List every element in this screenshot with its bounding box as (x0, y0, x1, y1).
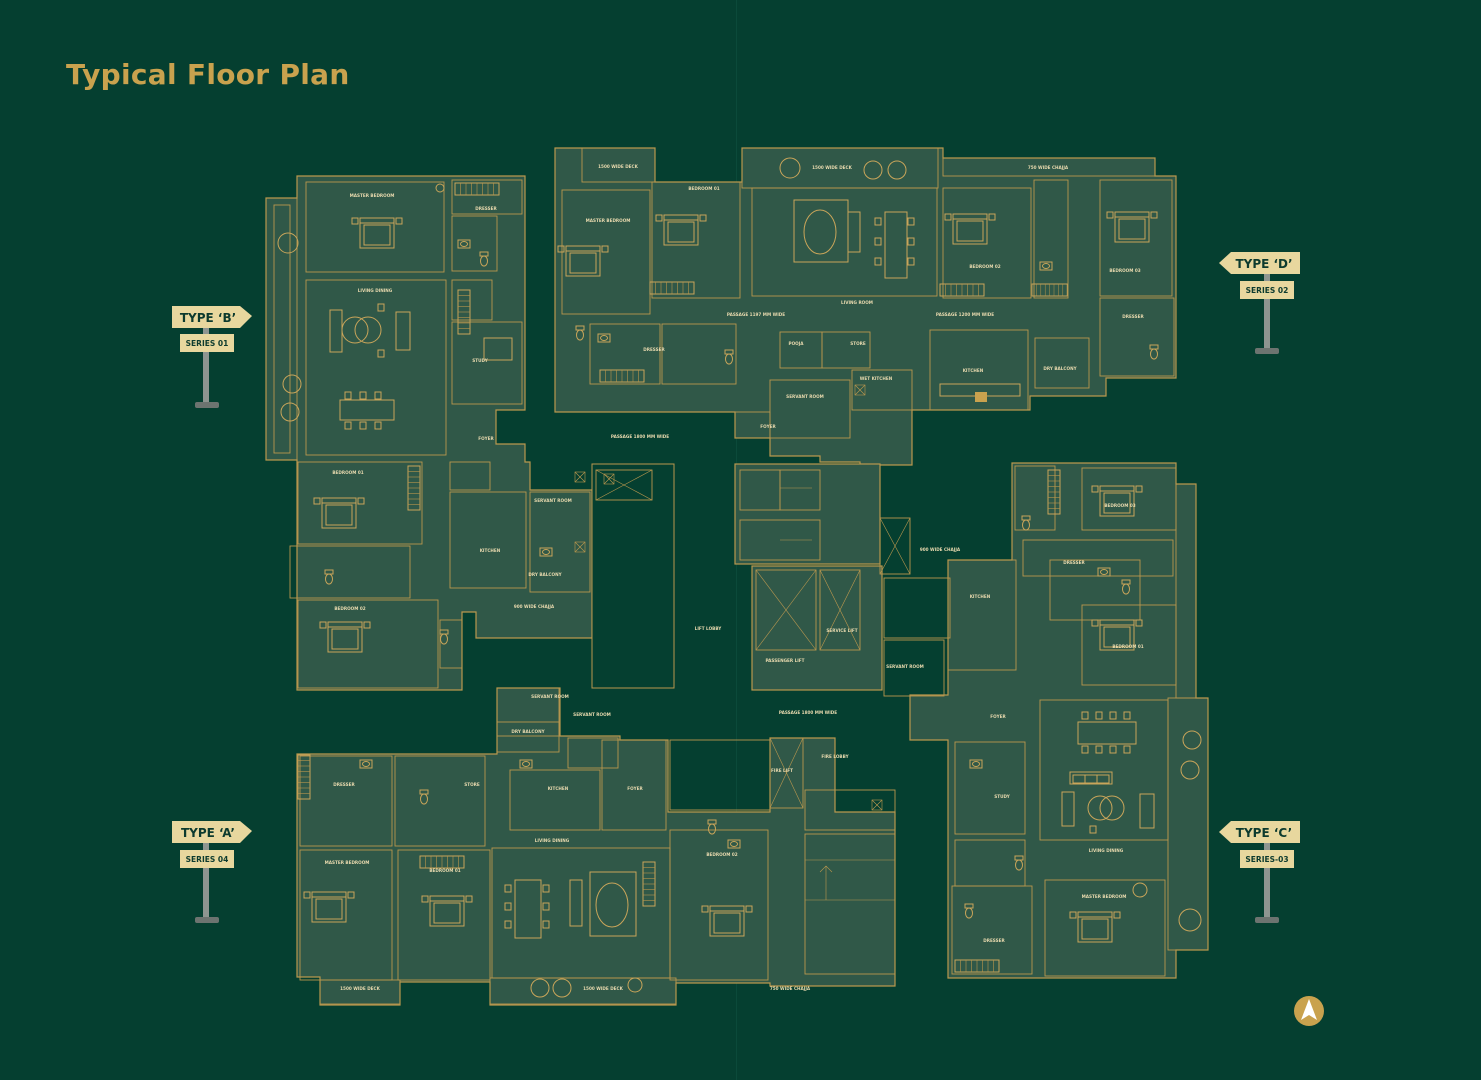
label-a-foyer: FOYER (627, 786, 643, 791)
label-b-master: MASTER BEDROOM (350, 193, 395, 198)
label-d-master: MASTER BEDROOM (586, 218, 631, 223)
page-title: Typical Floor Plan (66, 58, 350, 91)
unit-type-c: BEDROOM 03 900 WIDE CHAJJA DRESSER KITCH… (883, 462, 1209, 979)
label-d-wetkitchen: WET KITCHEN (860, 376, 893, 381)
north-arrow-icon (1294, 996, 1324, 1026)
label-d-deck2: 1500 WIDE DECK (812, 165, 852, 170)
label-lift-lobby: LIFT LOBBY (695, 626, 723, 631)
core: PASSAGE 1800 MM WIDE LIFT LOBBY PASSENGE… (591, 434, 911, 715)
sign-series-03: SERIES-03 (1245, 855, 1288, 864)
unit-type-d: 1500 WIDE DECK BEDROOM 01 MASTER BEDROOM… (554, 147, 1177, 466)
label-b-dresser: DRESSER (475, 206, 497, 211)
signpost-type-a: TYPE ‘A’ SERIES 04 (172, 821, 252, 923)
label-a-deck1: 1500 WIDE DECK (340, 986, 380, 991)
signpost-type-c: TYPE ‘C’ SERIES-03 (1219, 821, 1300, 923)
label-passenger-lift: PASSENGER LIFT (765, 658, 804, 663)
label-a-bed1: BEDROOM 01 (429, 868, 460, 873)
label-a-chajja: 750 WIDE CHAJJA (770, 986, 811, 991)
label-passage-top: PASSAGE 1800 MM WIDE (611, 434, 669, 439)
signpost-type-d: TYPE ‘D’ SERIES 02 (1219, 252, 1300, 354)
label-fire-lobby: FIRE LOBBY (821, 754, 849, 759)
label-c-master: MASTER BEDROOM (1082, 894, 1127, 899)
label-d-chajja: 750 WIDE CHAJJA (1028, 165, 1069, 170)
label-d-dry: DRY BALCONY (1043, 366, 1077, 371)
sign-series-04: SERIES 04 (186, 855, 229, 864)
sign-series-01: SERIES 01 (186, 339, 229, 348)
label-b-dry: DRY BALCONY (528, 572, 562, 577)
label-d-bed2: BEDROOM 02 (969, 264, 1000, 269)
label-d-living: LIVING ROOM (841, 300, 873, 305)
label-a-kitchen: KITCHEN (548, 786, 569, 791)
label-d-bed3: BEDROOM 03 (1109, 268, 1140, 273)
label-c-kitchen: KITCHEN (970, 594, 991, 599)
label-a-deck2: 1500 WIDE DECK (583, 986, 623, 991)
unit-type-b: MASTER BEDROOM DRESSER LIVING DINING STU… (265, 175, 593, 691)
label-c-bed3: BEDROOM 03 (1104, 503, 1135, 508)
label-a-dresser: DRESSER (333, 782, 355, 787)
label-c-foyer: FOYER (990, 714, 1006, 719)
label-b-bed2: BEDROOM 02 (334, 606, 365, 611)
label-c-living: LIVING DINING (1089, 848, 1124, 853)
label-b-living: LIVING DINING (358, 288, 393, 293)
label-c-study: STUDY (994, 794, 1010, 799)
label-a-dry: DRY BALCONY (511, 729, 545, 734)
sign-type-c: TYPE ‘C’ (1236, 826, 1292, 840)
label-d-deck1: 1500 WIDE DECK (598, 164, 638, 169)
label-fire-lift: FIRE LIFT (771, 768, 793, 773)
label-a-servant: SERVANT ROOM (531, 694, 569, 699)
label-c-dresser2: DRESSER (983, 938, 1005, 943)
label-c-bed1: BEDROOM 01 (1112, 644, 1143, 649)
sign-type-b: TYPE ‘B’ (180, 311, 236, 325)
label-d-passage1: PASSAGE 1197 MM WIDE (727, 312, 785, 317)
label-d-pooja: POOJA (789, 341, 805, 346)
sign-type-a: TYPE ‘A’ (181, 826, 235, 840)
signpost-type-b: TYPE ‘B’ SERIES 01 (172, 306, 252, 408)
label-a-store: STORE (464, 782, 480, 787)
label-d-dresser2: DRESSER (643, 347, 665, 352)
label-c-dresser: DRESSER (1063, 560, 1085, 565)
label-d-bed1: BEDROOM 01 (688, 186, 719, 191)
label-d-store: STORE (850, 341, 866, 346)
label-d-kitchen: KITCHEN (963, 368, 984, 373)
label-a-master: MASTER BEDROOM (325, 860, 370, 865)
label-b-bed1: BEDROOM 01 (332, 470, 363, 475)
label-a-living: LIVING DINING (535, 838, 570, 843)
label-service-lift: SERVICE LIFT (826, 628, 857, 633)
label-b-study: STUDY (472, 358, 488, 363)
label-passage-mid: PASSAGE 1800 MM WIDE (779, 710, 837, 715)
label-d-servant: SERVANT ROOM (786, 394, 824, 399)
label-a-bed2: BEDROOM 02 (706, 852, 737, 857)
label-b-kitchen: KITCHEN (480, 548, 501, 553)
label-b-chajja: 900 WIDE CHAJJA (514, 604, 555, 609)
label-c-servant: SERVANT ROOM (886, 664, 924, 669)
label-d-dresser: DRESSER (1122, 314, 1144, 319)
label-a-servant2: SERVANT ROOM (573, 712, 611, 717)
label-c-chajja: 900 WIDE CHAJJA (920, 547, 961, 552)
sign-type-d: TYPE ‘D’ (1235, 257, 1292, 271)
label-b-foyer: FOYER (478, 436, 494, 441)
unit-type-a: SERVANT ROOM SERVANT ROOM DRY BALCONY DR… (296, 687, 896, 1006)
label-b-servant: SERVANT ROOM (534, 498, 572, 503)
label-d-passage2: PASSAGE 1200 MM WIDE (936, 312, 994, 317)
sign-series-02: SERIES 02 (1246, 286, 1289, 295)
label-d-foyer: FOYER (760, 424, 776, 429)
